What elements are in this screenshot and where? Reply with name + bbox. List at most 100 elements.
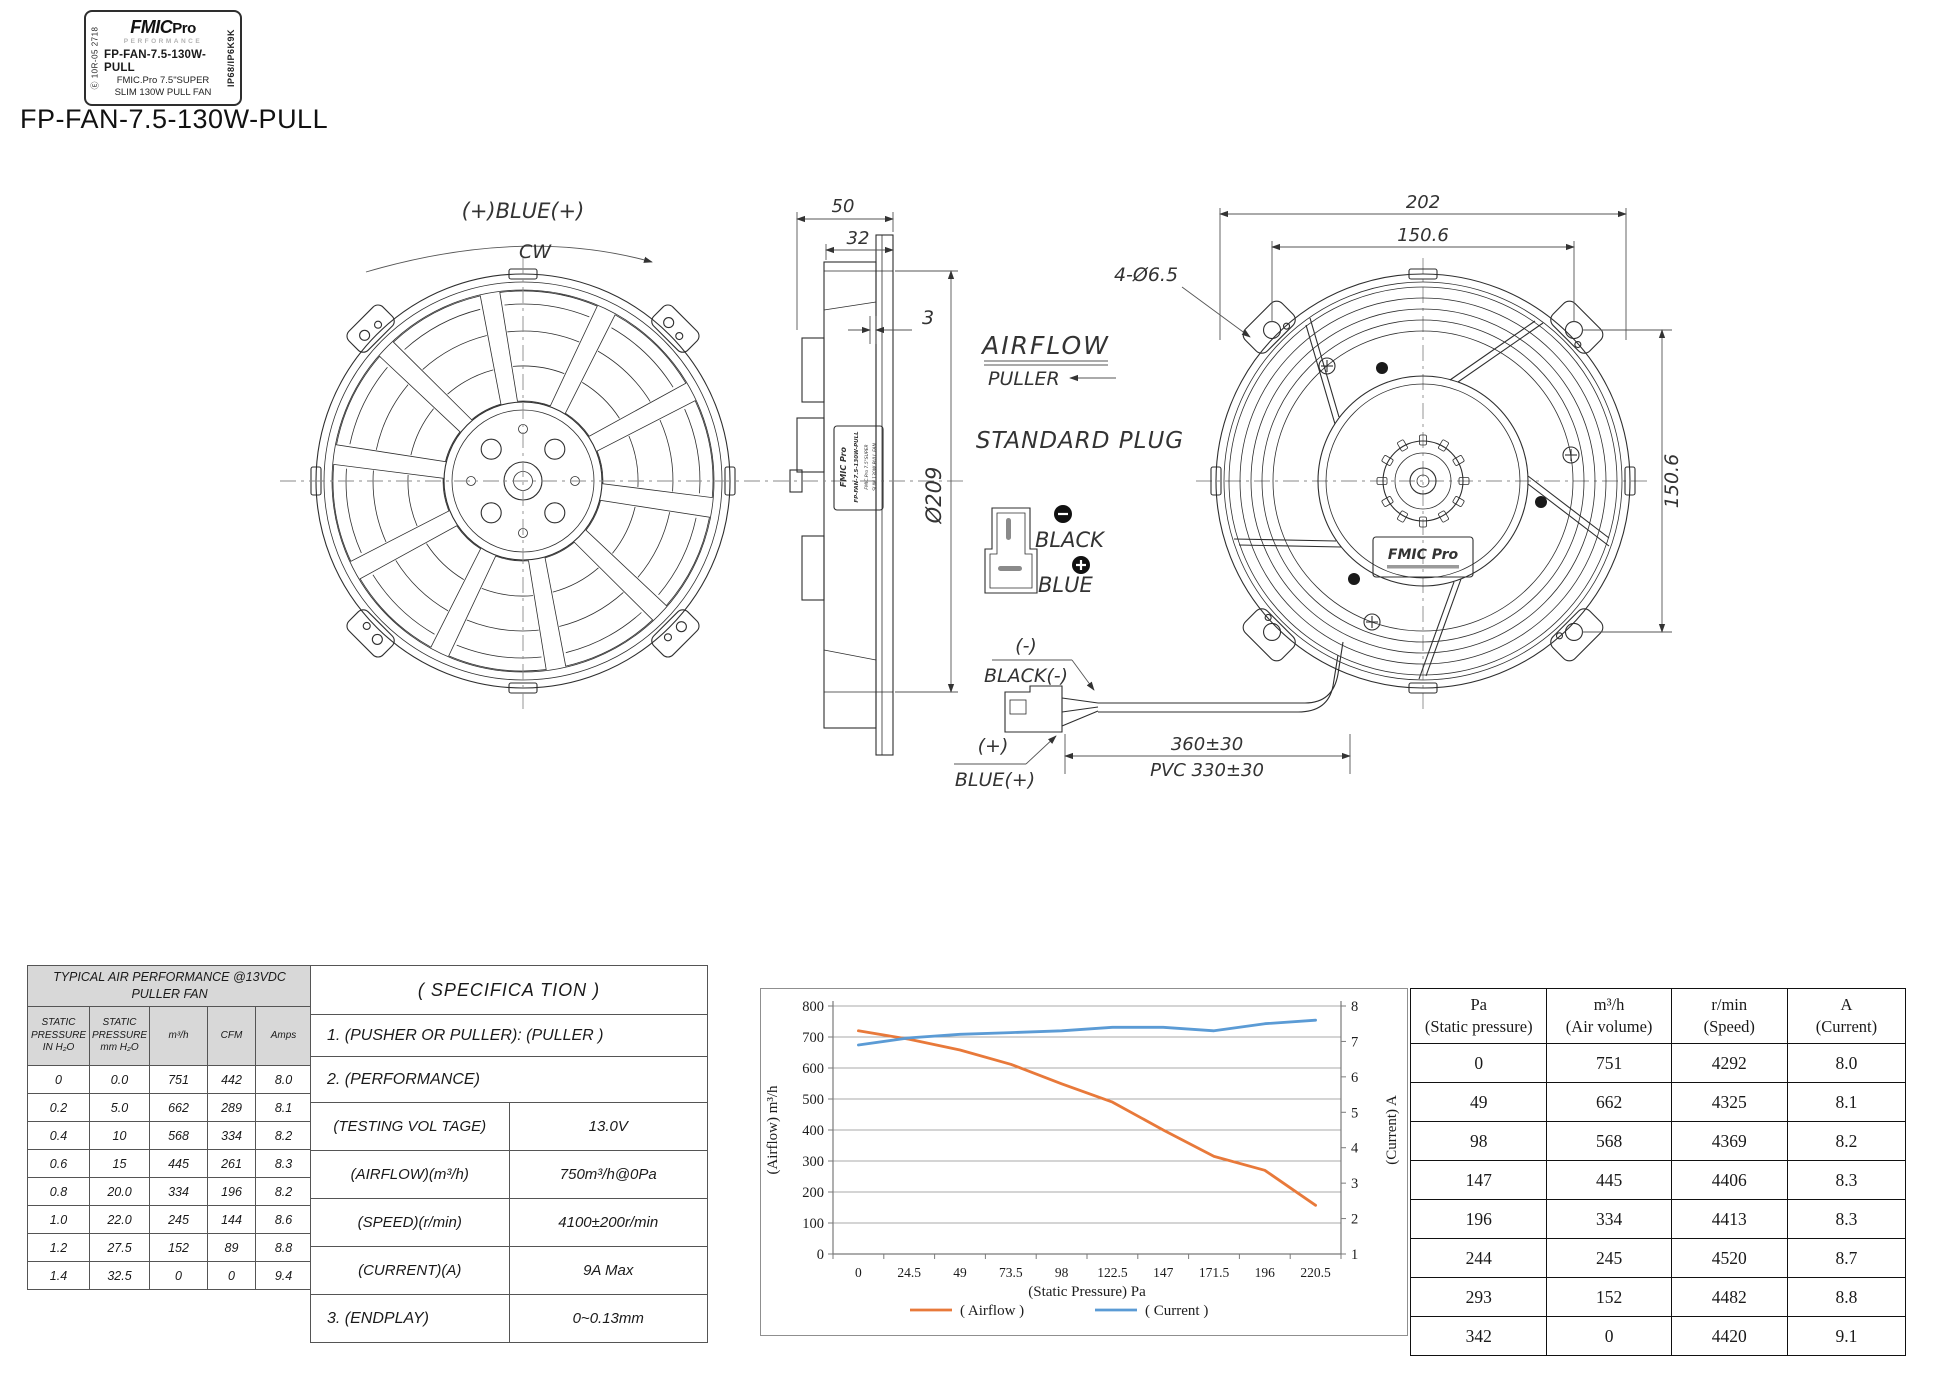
cell: 8.0 xyxy=(1786,1043,1907,1083)
table-row: 196 334 4413 8.3 xyxy=(1409,1199,1907,1239)
cell: 662 xyxy=(1546,1082,1672,1122)
svg-text:171.5: 171.5 xyxy=(1199,1265,1230,1280)
spec-label: (AIRFLOW)(m³/h) xyxy=(310,1150,510,1199)
table-row: 147 445 4406 8.3 xyxy=(1409,1160,1907,1200)
svg-text:8: 8 xyxy=(1351,999,1358,1015)
cell: 9.4 xyxy=(254,1261,313,1290)
cell: 342 xyxy=(1409,1316,1548,1356)
cell: 0 xyxy=(27,1065,90,1094)
cell: 8.6 xyxy=(254,1205,313,1234)
cell: 5.0 xyxy=(89,1093,150,1122)
right-header-row: Pa (Static pressure)m³/h (Air volume)r/m… xyxy=(1409,988,1907,1044)
table-row: 244 245 4520 8.7 xyxy=(1409,1238,1907,1278)
plug-neg-label: BLACK xyxy=(1035,528,1106,552)
cell: 9.1 xyxy=(1786,1316,1907,1356)
cell: 261 xyxy=(207,1149,256,1178)
dim-360: 360±30 xyxy=(1171,734,1243,755)
column-header: STATIC PRESSURE IN H₂O xyxy=(27,1006,90,1066)
cell: 0.4 xyxy=(27,1121,90,1150)
svg-text:200: 200 xyxy=(802,1185,824,1201)
svg-text:220.5: 220.5 xyxy=(1300,1265,1331,1280)
cell: 445 xyxy=(1546,1160,1672,1200)
spec-item-1: 1. (PUSHER OR PULLER): (PULLER ) xyxy=(310,1014,708,1057)
table-row: 0 0.0 751 442 8.0 xyxy=(27,1065,313,1094)
column-header: r/min (Speed) xyxy=(1670,988,1788,1044)
cell: 1.0 xyxy=(27,1205,90,1234)
spec-value: 750m³/h@0Pa xyxy=(508,1150,708,1199)
sticker-logo: FMIC Pro xyxy=(839,446,848,487)
back-label: FMIC Pro xyxy=(1372,536,1474,578)
cell: 8.3 xyxy=(1786,1199,1907,1239)
spec-item-2: 2. (PERFORMANCE) xyxy=(310,1056,708,1103)
cell: 8.0 xyxy=(254,1065,313,1094)
dim-202: 202 xyxy=(1406,192,1440,213)
svg-text:(Current) A: (Current) A xyxy=(1384,1095,1400,1165)
table-row: 293 152 4482 8.8 xyxy=(1409,1277,1907,1317)
brand-sub: PERFORMANCE xyxy=(123,38,203,46)
cell: 98 xyxy=(1409,1121,1548,1161)
specification-table: ( SPECIFICA TION ) 1. (PUSHER OR PULLER)… xyxy=(310,965,708,1343)
svg-text:300: 300 xyxy=(802,1154,824,1170)
cell: 0 xyxy=(207,1261,256,1290)
table-row: 0 751 4292 8.0 xyxy=(1409,1043,1907,1083)
dim-150-6-h: 150.6 xyxy=(1397,225,1449,246)
side-sticker: FMIC Pro FP-FAN-7.5-130W-PULL FMIC.Pro 7… xyxy=(833,425,884,511)
dim-3: 3 xyxy=(922,307,934,329)
svg-text:4: 4 xyxy=(1351,1141,1359,1157)
standard-plug-label: STANDARD PLUG xyxy=(976,428,1184,454)
cw-arrow xyxy=(365,245,653,273)
spec-value: 9A Max xyxy=(508,1246,708,1295)
air-performance-table: TYPICAL AIR PERFORMANCE @13VDC PULLER FA… xyxy=(26,965,313,1290)
sticker-desc1: FMIC.Pro 7.5"SUPER xyxy=(864,444,870,489)
cell: 289 xyxy=(207,1093,256,1122)
cell: 751 xyxy=(1546,1043,1672,1083)
cell: 8.8 xyxy=(1786,1277,1907,1317)
table-row: 0.4 10 568 334 8.2 xyxy=(27,1121,313,1150)
table-row: (AIRFLOW)(m³/h) 750m³/h@0Pa xyxy=(310,1150,708,1199)
table-row: 3. (ENDPLAY) 0~0.13mm xyxy=(310,1294,708,1343)
plus-icon xyxy=(1072,556,1090,574)
wire-diagram: (-) BLACK(-) (+) BLUE(+) 360±30 PVC 330±… xyxy=(954,635,1351,791)
spec-title: ( SPECIFICA TION ) xyxy=(310,965,708,1015)
cell: 8.1 xyxy=(1786,1082,1907,1122)
spec-value: 4100±200r/min xyxy=(508,1198,708,1247)
svg-text:3: 3 xyxy=(1351,1176,1358,1192)
cell: 445 xyxy=(149,1149,208,1178)
cell: 245 xyxy=(149,1205,208,1234)
cell: 89 xyxy=(207,1233,256,1262)
table-row: 342 0 4420 9.1 xyxy=(1409,1316,1907,1356)
cell: 147 xyxy=(1409,1160,1548,1200)
product-code: FP-FAN-7.5-130W-PULL xyxy=(104,48,207,75)
plug-pos-label: BLUE xyxy=(1038,573,1093,597)
wire-neg-sign: (-) xyxy=(1015,635,1037,657)
table-row: (TESTING VOL TAGE) 13.0V xyxy=(310,1102,708,1151)
spec-value: 13.0V xyxy=(508,1102,708,1151)
perf-title-row: TYPICAL AIR PERFORMANCE @13VDC PULLER FA… xyxy=(26,965,313,1007)
wire-pos-label: BLUE(+) xyxy=(955,769,1035,791)
column-header: Pa (Static pressure) xyxy=(1409,988,1548,1044)
svg-text:49: 49 xyxy=(953,1265,967,1280)
brand-logo: FMICPro xyxy=(130,16,196,37)
cell: 662 xyxy=(149,1093,208,1122)
cell: 15 xyxy=(89,1149,150,1178)
technical-drawings: (+)BLUE(+) CW FMIC Pro FP-FAN-7.5-130W-P… xyxy=(280,192,1683,791)
cell: 0 xyxy=(1546,1316,1672,1356)
back-view: FMIC Pro 202 150.6 4-Ø6.5 150.6 xyxy=(1114,192,1683,694)
wire-pos-sign: (+) xyxy=(978,735,1009,757)
table-row: 0.2 5.0 662 289 8.1 xyxy=(27,1093,313,1122)
cell: 27.5 xyxy=(89,1233,150,1262)
cell: 4325 xyxy=(1670,1082,1788,1122)
pressure-data-table: Pa (Static pressure)m³/h (Air volume)r/m… xyxy=(1409,988,1907,1356)
plug-symbol: BLACK BLUE xyxy=(984,505,1106,597)
cell: 4520 xyxy=(1670,1238,1788,1278)
svg-text:0: 0 xyxy=(817,1247,824,1263)
side-dimensions: 50 32 3 Ø209 xyxy=(796,196,958,693)
certification-label: Ⓔ 10R-05 2718 FMICPro PERFORMANCE FP-FAN… xyxy=(84,10,242,106)
minus-icon xyxy=(1054,505,1072,523)
svg-text:147: 147 xyxy=(1153,1265,1174,1280)
svg-text:(Static Pressure) Pa: (Static Pressure) Pa xyxy=(1028,1284,1146,1300)
cell: 4482 xyxy=(1670,1277,1788,1317)
airflow-annotation: AIRFLOW PULLER STANDARD PLUG xyxy=(976,331,1184,454)
cell: 1.2 xyxy=(27,1233,90,1262)
cell: 4413 xyxy=(1670,1199,1788,1239)
